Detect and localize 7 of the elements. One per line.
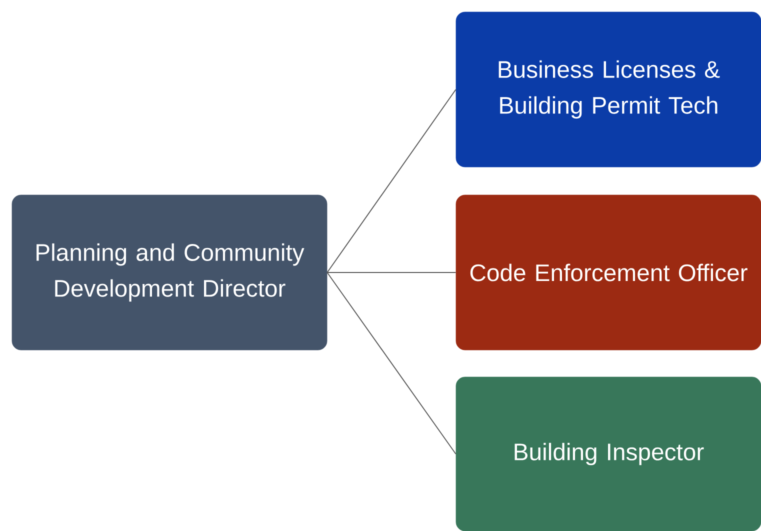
connector-line — [326, 89, 456, 273]
connector-line — [326, 272, 456, 273]
org-box: Planning and Community Development Director — [12, 194, 328, 350]
connector-line — [326, 272, 456, 454]
org-box: Building Inspector — [456, 376, 761, 531]
org-box: Business Licenses & Building Permit Tech — [456, 12, 761, 168]
org-box: Code Enforcement Officer — [456, 194, 761, 350]
